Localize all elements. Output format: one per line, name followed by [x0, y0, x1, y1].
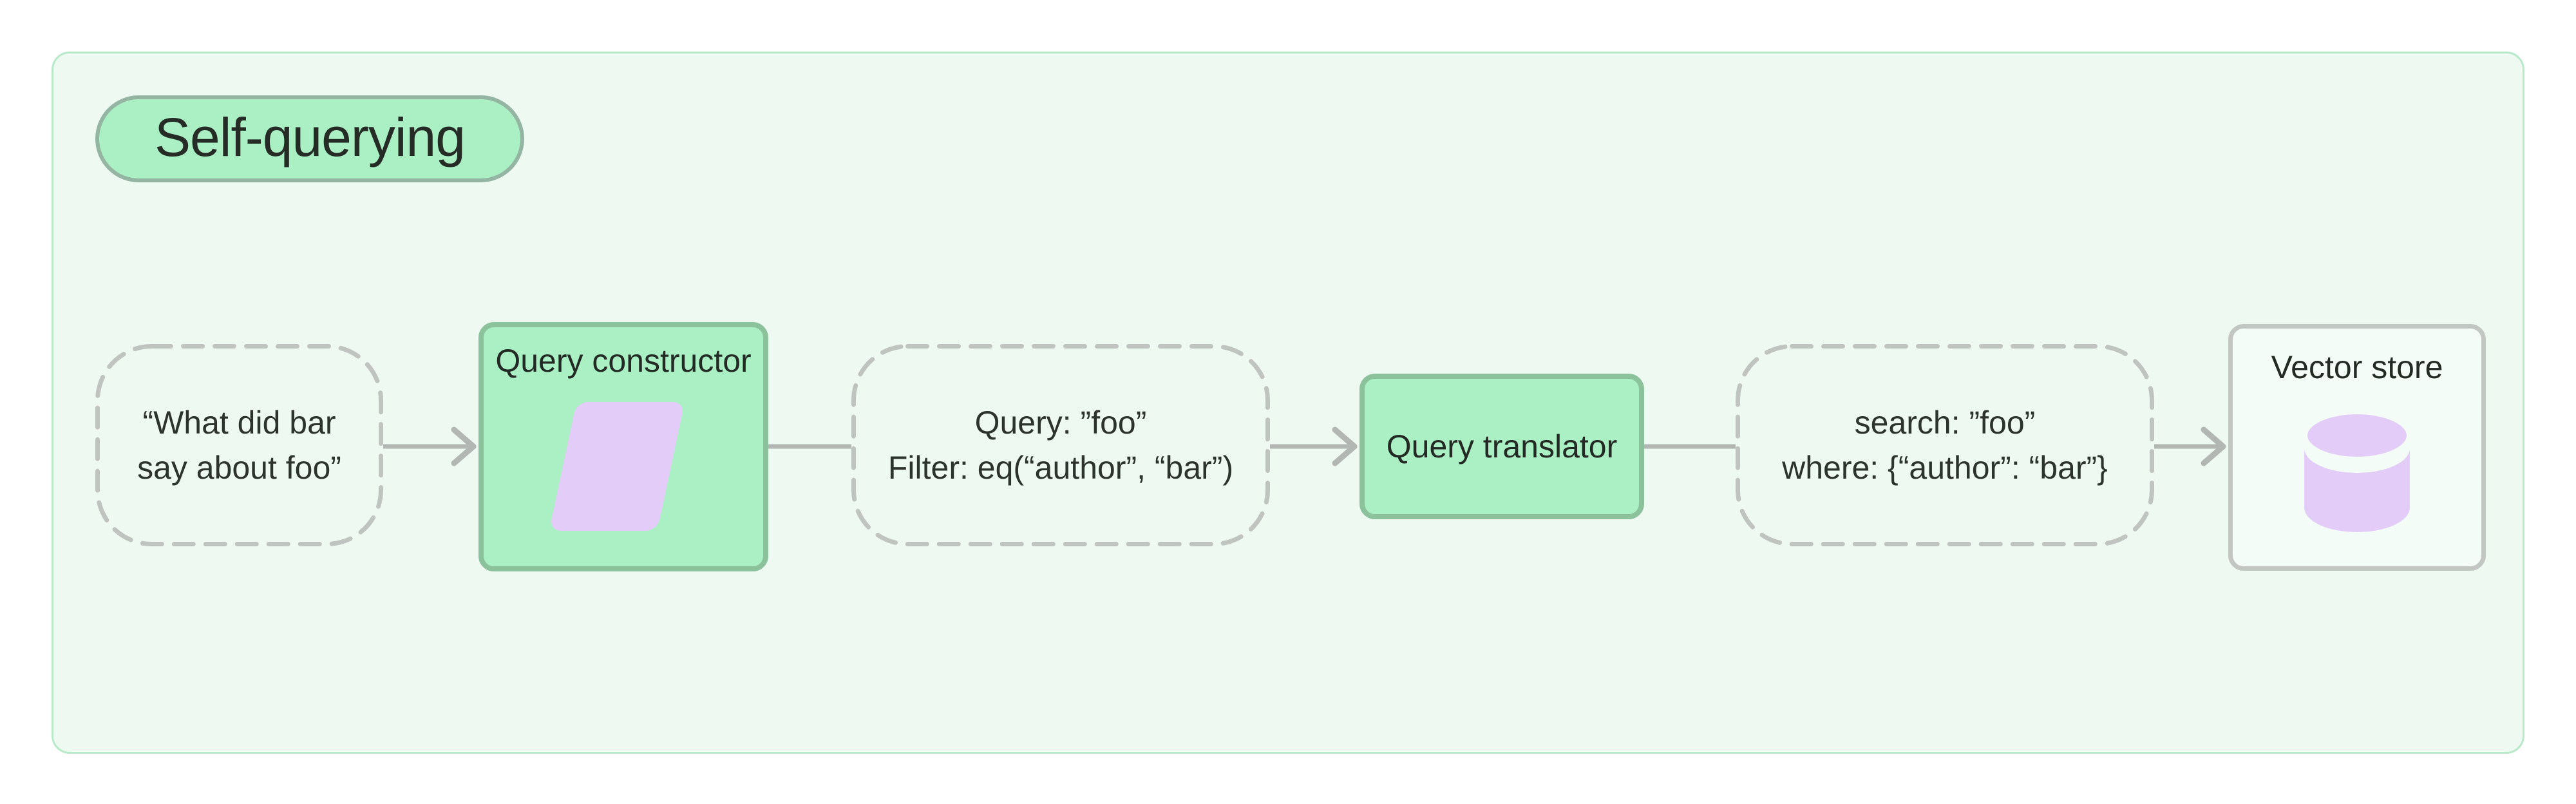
- line-constructor-to-structured-query: [768, 444, 851, 449]
- structured-query-text: Query: ”foo” Filter: eq(“author”, “bar”): [888, 400, 1233, 490]
- parallelogram-icon: [549, 402, 685, 531]
- arrow-structured-query-to-translator: [1270, 426, 1358, 466]
- query-translator-node: Query translator: [1359, 374, 1644, 519]
- diagram-title: Self-querying: [155, 106, 466, 168]
- user-query-node: “What did bar say about foo”: [95, 344, 383, 546]
- user-query-text: “What did bar say about foo”: [137, 400, 341, 490]
- user-query-line2: say about foo”: [137, 450, 341, 486]
- query-constructor-label: Query constructor: [495, 343, 752, 379]
- diagram-title-badge: Self-querying: [95, 95, 524, 182]
- query-translator-label: Query translator: [1386, 428, 1618, 464]
- database-icon: [2301, 408, 2413, 532]
- translated-query-node: search: ”foo” where: {“author”: “bar”}: [1736, 344, 2154, 546]
- user-query-line1: “What did bar: [142, 405, 336, 441]
- vector-store-node: Vector store: [2228, 324, 2486, 571]
- translated-query-text: search: ”foo” where: {“author”: “bar”}: [1782, 400, 2108, 490]
- structured-query-line1: Query: ”foo”: [974, 405, 1147, 441]
- structured-query-line2: Filter: eq(“author”, “bar”): [887, 450, 1234, 486]
- vector-store-label: Vector store: [2271, 349, 2443, 385]
- dashed-border: [95, 344, 383, 546]
- structured-query-node: Query: ”foo” Filter: eq(“author”, “bar”): [851, 344, 1270, 546]
- translated-query-line2: where: {“author”: “bar”}: [1782, 450, 2108, 486]
- line-translator-to-translated-query: [1644, 444, 1736, 449]
- arrow-input-to-constructor: [383, 426, 477, 466]
- arrow-translated-query-to-vector-store: [2154, 426, 2226, 466]
- query-constructor-node: Query constructor: [478, 322, 768, 571]
- translated-query-line1: search: ”foo”: [1854, 405, 2036, 441]
- self-querying-panel: Self-querying “What did bar say about fo…: [52, 52, 2524, 754]
